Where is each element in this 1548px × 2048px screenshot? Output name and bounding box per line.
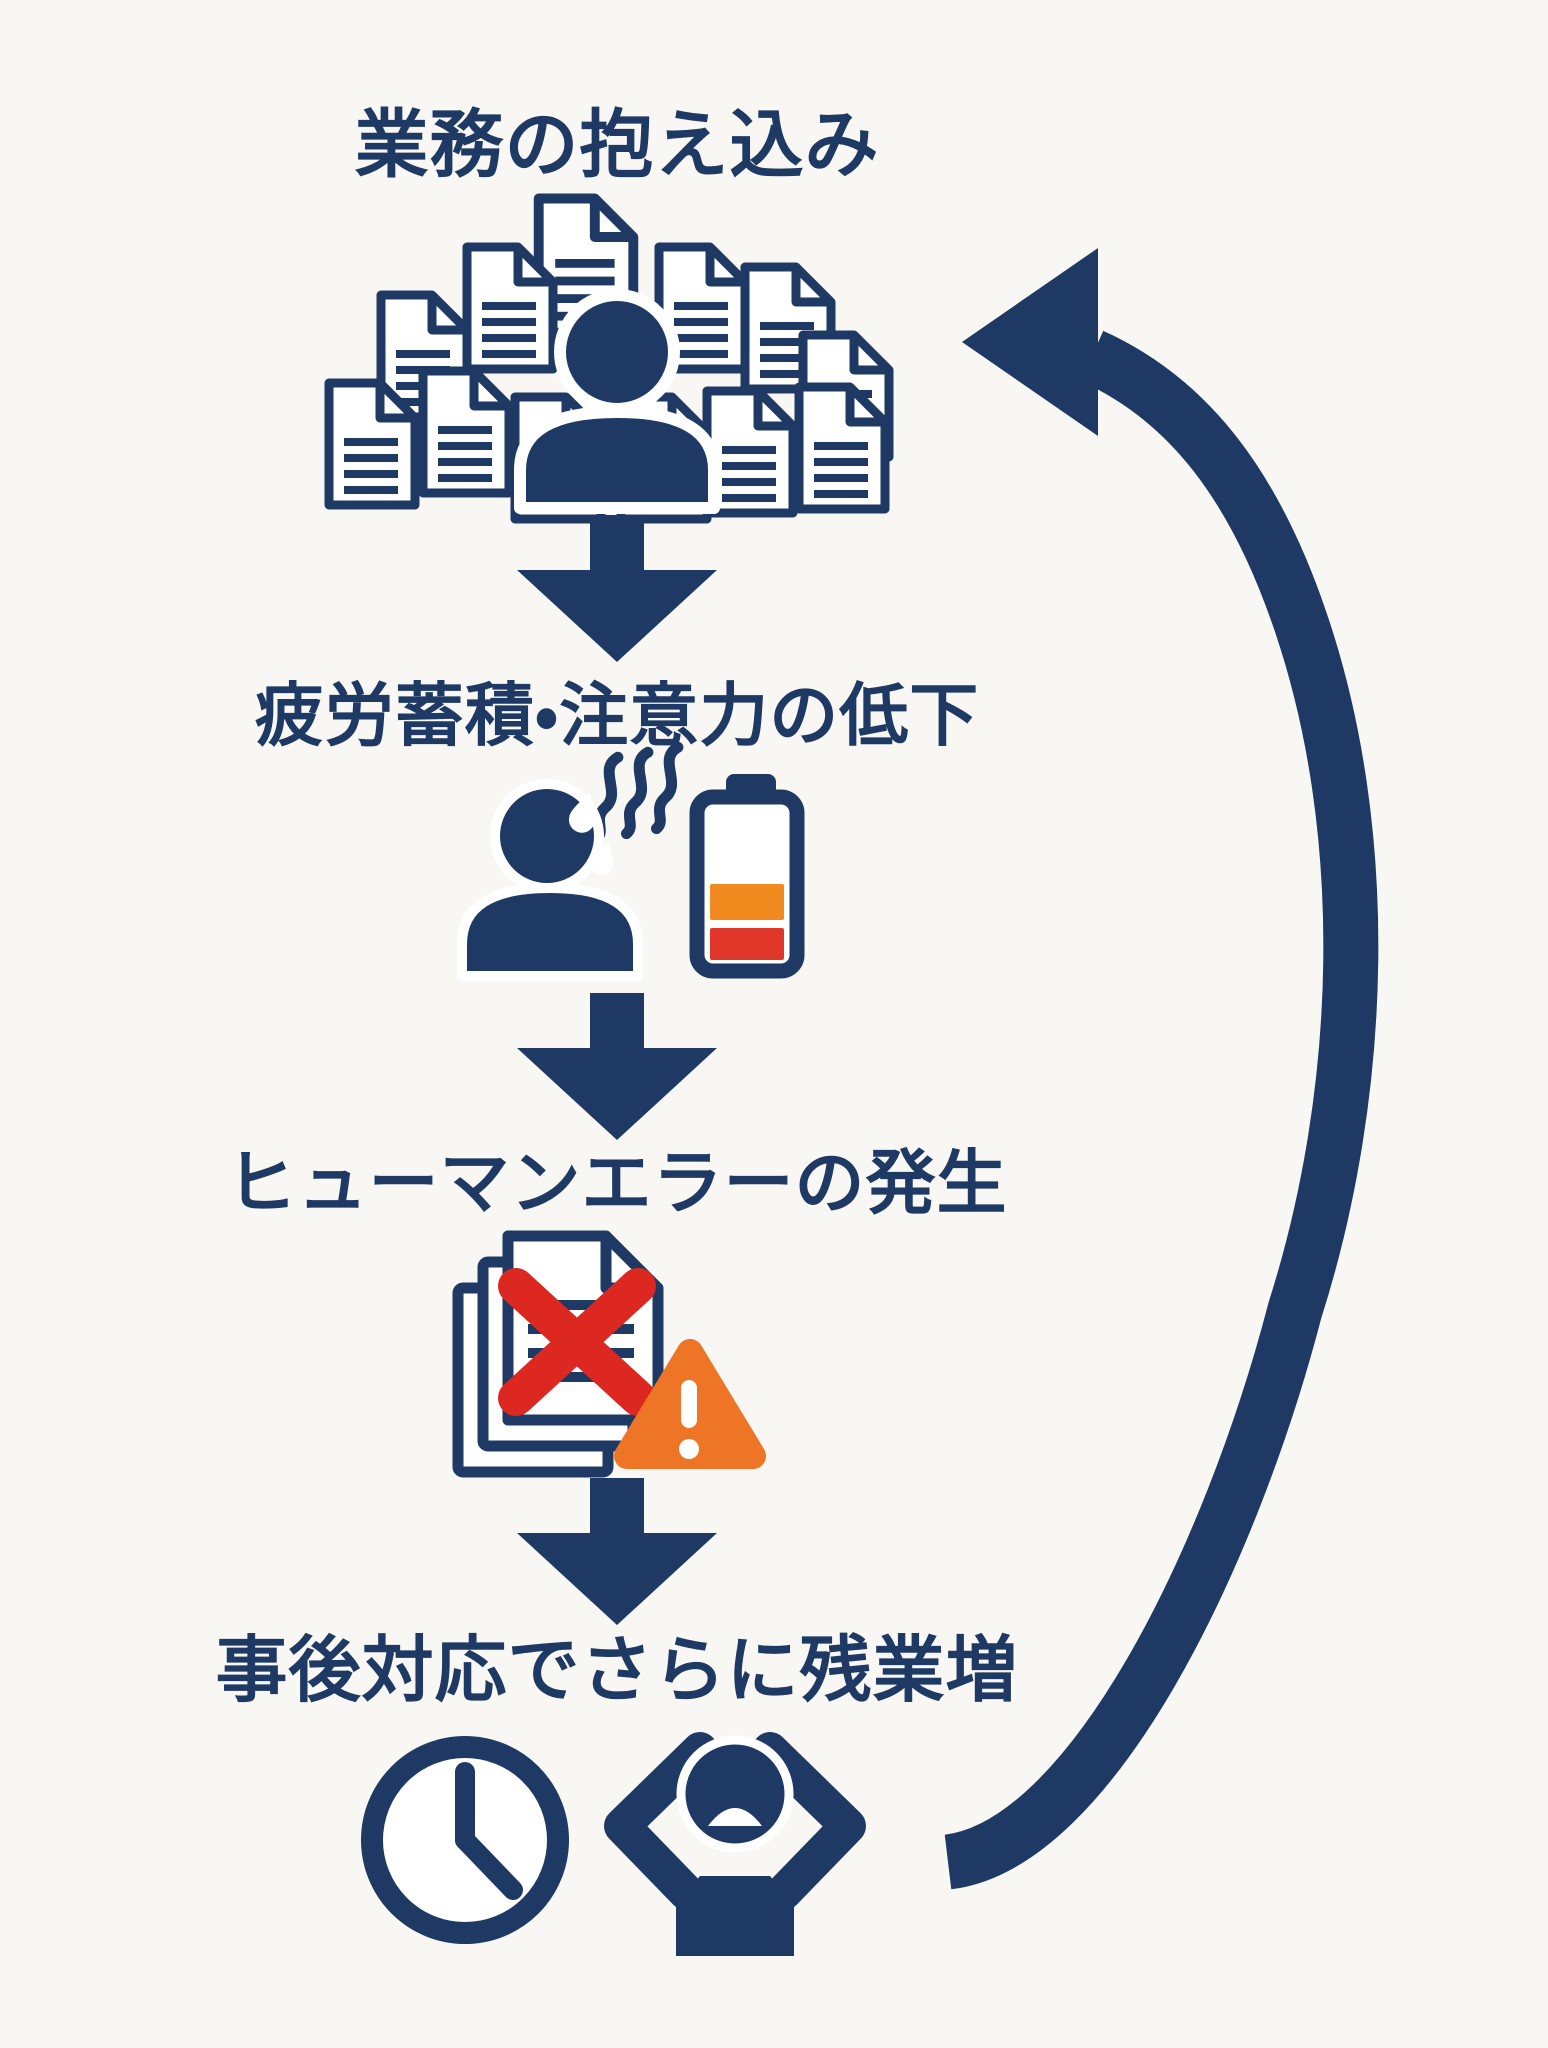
clock-icon	[361, 1736, 569, 1944]
red-x-icon	[498, 1268, 656, 1416]
low-battery-icon	[689, 774, 805, 979]
cycle-loop-arrow-icon	[943, 248, 1379, 1890]
warning-triangle-icon	[614, 1339, 766, 1469]
sweating-person-icon	[457, 779, 643, 981]
step-1-label: 業務の抱え込み	[354, 102, 880, 188]
step-3-label: ヒューマンエラーの発生	[226, 1142, 1008, 1224]
steam-icon	[590, 741, 684, 845]
down-arrow-icon	[517, 515, 717, 662]
step-2-label: 疲労蓄積・注意力の低下	[254, 676, 980, 756]
step-4-label: 事後対応でさらに残業増	[215, 1628, 1019, 1712]
down-arrow-icon	[517, 1478, 717, 1625]
overloaded-worker-icon	[514, 289, 720, 514]
stressed-person-icon	[604, 1732, 866, 1956]
down-arrow-icon	[517, 993, 717, 1140]
